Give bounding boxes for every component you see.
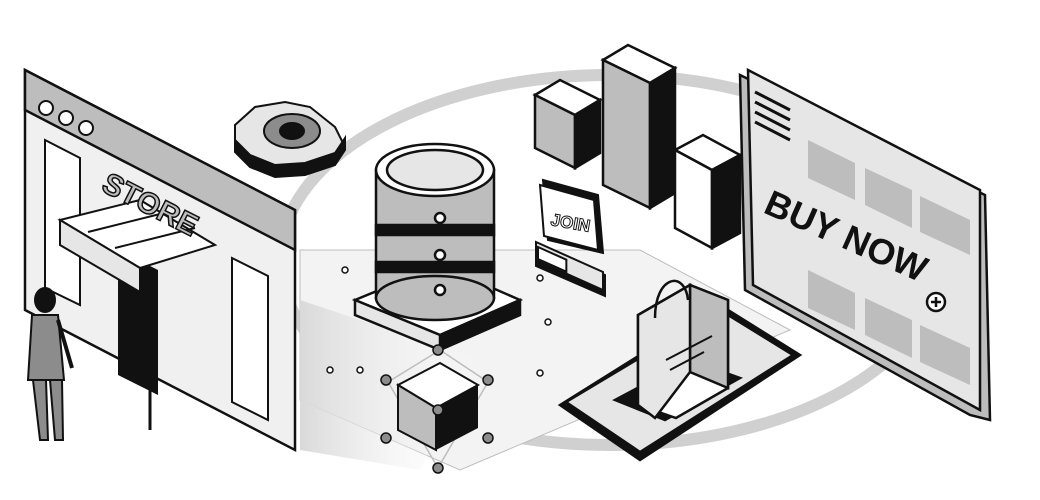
menu-lines-icon bbox=[754, 90, 791, 142]
database-icon bbox=[351, 142, 524, 352]
store-icon: STORE bbox=[23, 67, 297, 453]
person-icon bbox=[26, 287, 74, 441]
gear-icon bbox=[234, 100, 347, 179]
progress-fill bbox=[537, 245, 568, 274]
floor-dots bbox=[326, 266, 552, 377]
plus-circle-icon bbox=[925, 291, 947, 313]
bar-chart-icon bbox=[532, 43, 743, 251]
progress-bar-icon bbox=[535, 240, 606, 298]
billboard-icon: BUY NOW bbox=[738, 67, 992, 422]
cube-icon bbox=[380, 344, 494, 474]
join-button-icon: JOIN bbox=[538, 178, 605, 255]
shopping-bag-icon bbox=[636, 279, 730, 420]
billboard-grid bbox=[808, 140, 970, 385]
